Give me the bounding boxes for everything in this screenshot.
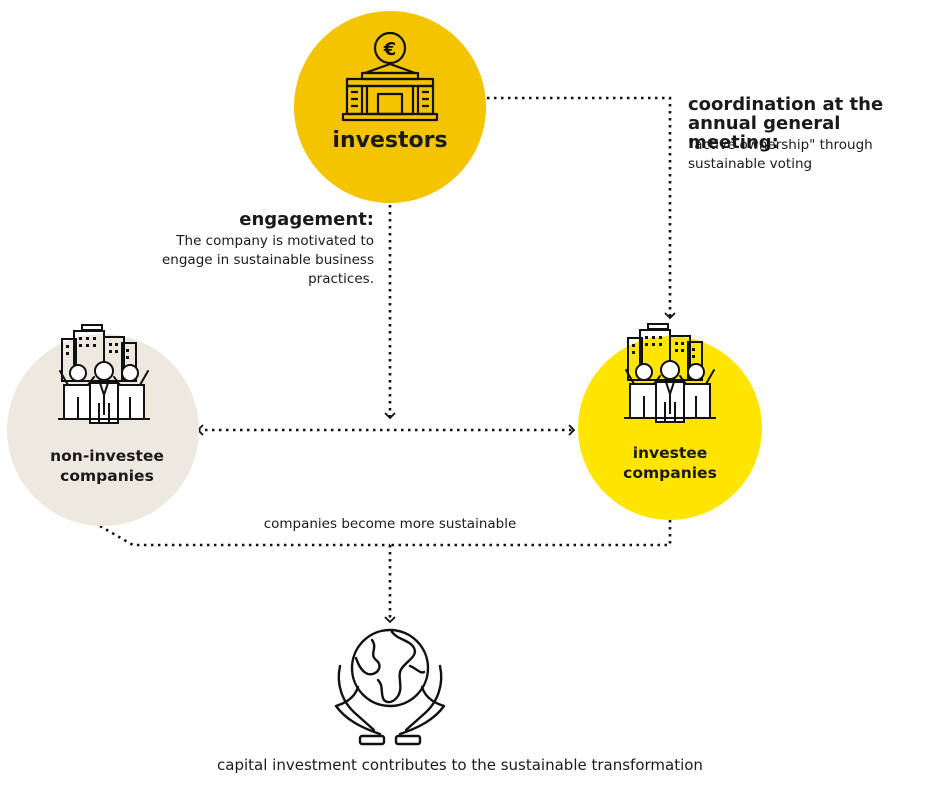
investee-outcome-line	[390, 520, 672, 547]
investee-circle	[578, 336, 762, 520]
globe-hands-icon	[334, 628, 446, 746]
investee-label: investee companies	[583, 443, 757, 483]
company-people-icon	[57, 324, 151, 424]
investors-node: €	[294, 11, 486, 203]
investee-node	[578, 323, 762, 520]
engagement-title: engagement:	[239, 209, 374, 230]
non-investee-label-text: non-investee companies	[50, 447, 164, 485]
non-investee-circle	[7, 334, 199, 526]
bank-euro-icon: €	[341, 31, 439, 122]
engagement-description: The company is motivated to engage in su…	[162, 233, 374, 287]
coordination-description: "active ownership" through sustainable v…	[688, 137, 873, 172]
connector-lines	[99, 96, 676, 624]
companies-sustainable-label: companies become more sustainable	[263, 516, 517, 532]
svg-text:€: €	[383, 39, 397, 60]
coordination-connector	[487, 96, 676, 320]
non-investee-node	[7, 324, 199, 526]
company-people-icon	[623, 323, 717, 423]
investors-circle	[294, 11, 486, 203]
investors-label: investors	[332, 128, 448, 153]
capital-investment-label: capital investment contributes to the su…	[217, 756, 703, 774]
coordination-title: coordination at the annual general meeti…	[688, 94, 884, 153]
non-investee-label: non-investee companies	[20, 446, 194, 486]
investee-label-text: investee companies	[623, 444, 717, 482]
